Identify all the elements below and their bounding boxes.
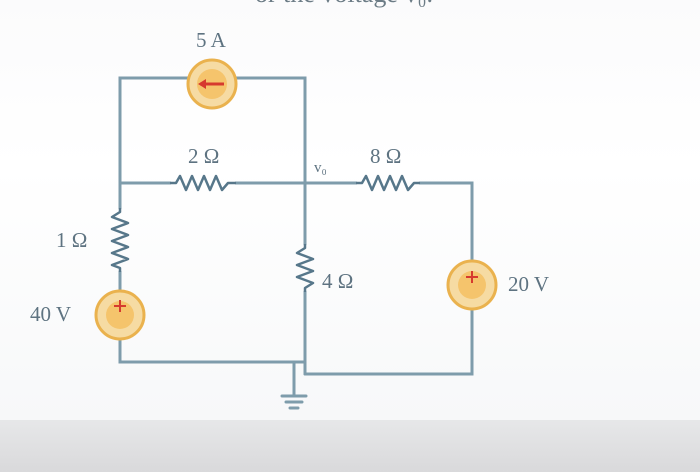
voltage-source-20v [446, 259, 498, 311]
wire-top-left [118, 76, 190, 185]
resistor-8ohm [356, 174, 420, 192]
label-5a: 5 A [196, 28, 227, 52]
label-1ohm: 1 Ω [56, 228, 87, 252]
wire-8ohm-right [418, 181, 474, 264]
label-8ohm: 8 Ω [370, 144, 401, 168]
label-20v: 20 V [508, 272, 549, 296]
ground-icon [280, 394, 308, 410]
resistor-2ohm [170, 174, 236, 192]
label-40v: 40 V [30, 302, 71, 326]
label-2ohm: 2 Ω [188, 144, 219, 168]
textbook-page [0, 0, 700, 420]
header-text: or the voltage v₀. [255, 0, 433, 8]
wire-bottom-right [303, 306, 474, 376]
resistor-1ohm [110, 208, 130, 272]
wire-top-right [234, 76, 307, 185]
wire-bottom-left [118, 338, 307, 376]
resistor-4ohm [295, 244, 315, 292]
current-source-5a [186, 58, 238, 110]
label-vo: v₀ [314, 160, 327, 176]
label-4ohm: 4 Ω [322, 269, 353, 293]
voltage-source-40v [94, 289, 146, 341]
